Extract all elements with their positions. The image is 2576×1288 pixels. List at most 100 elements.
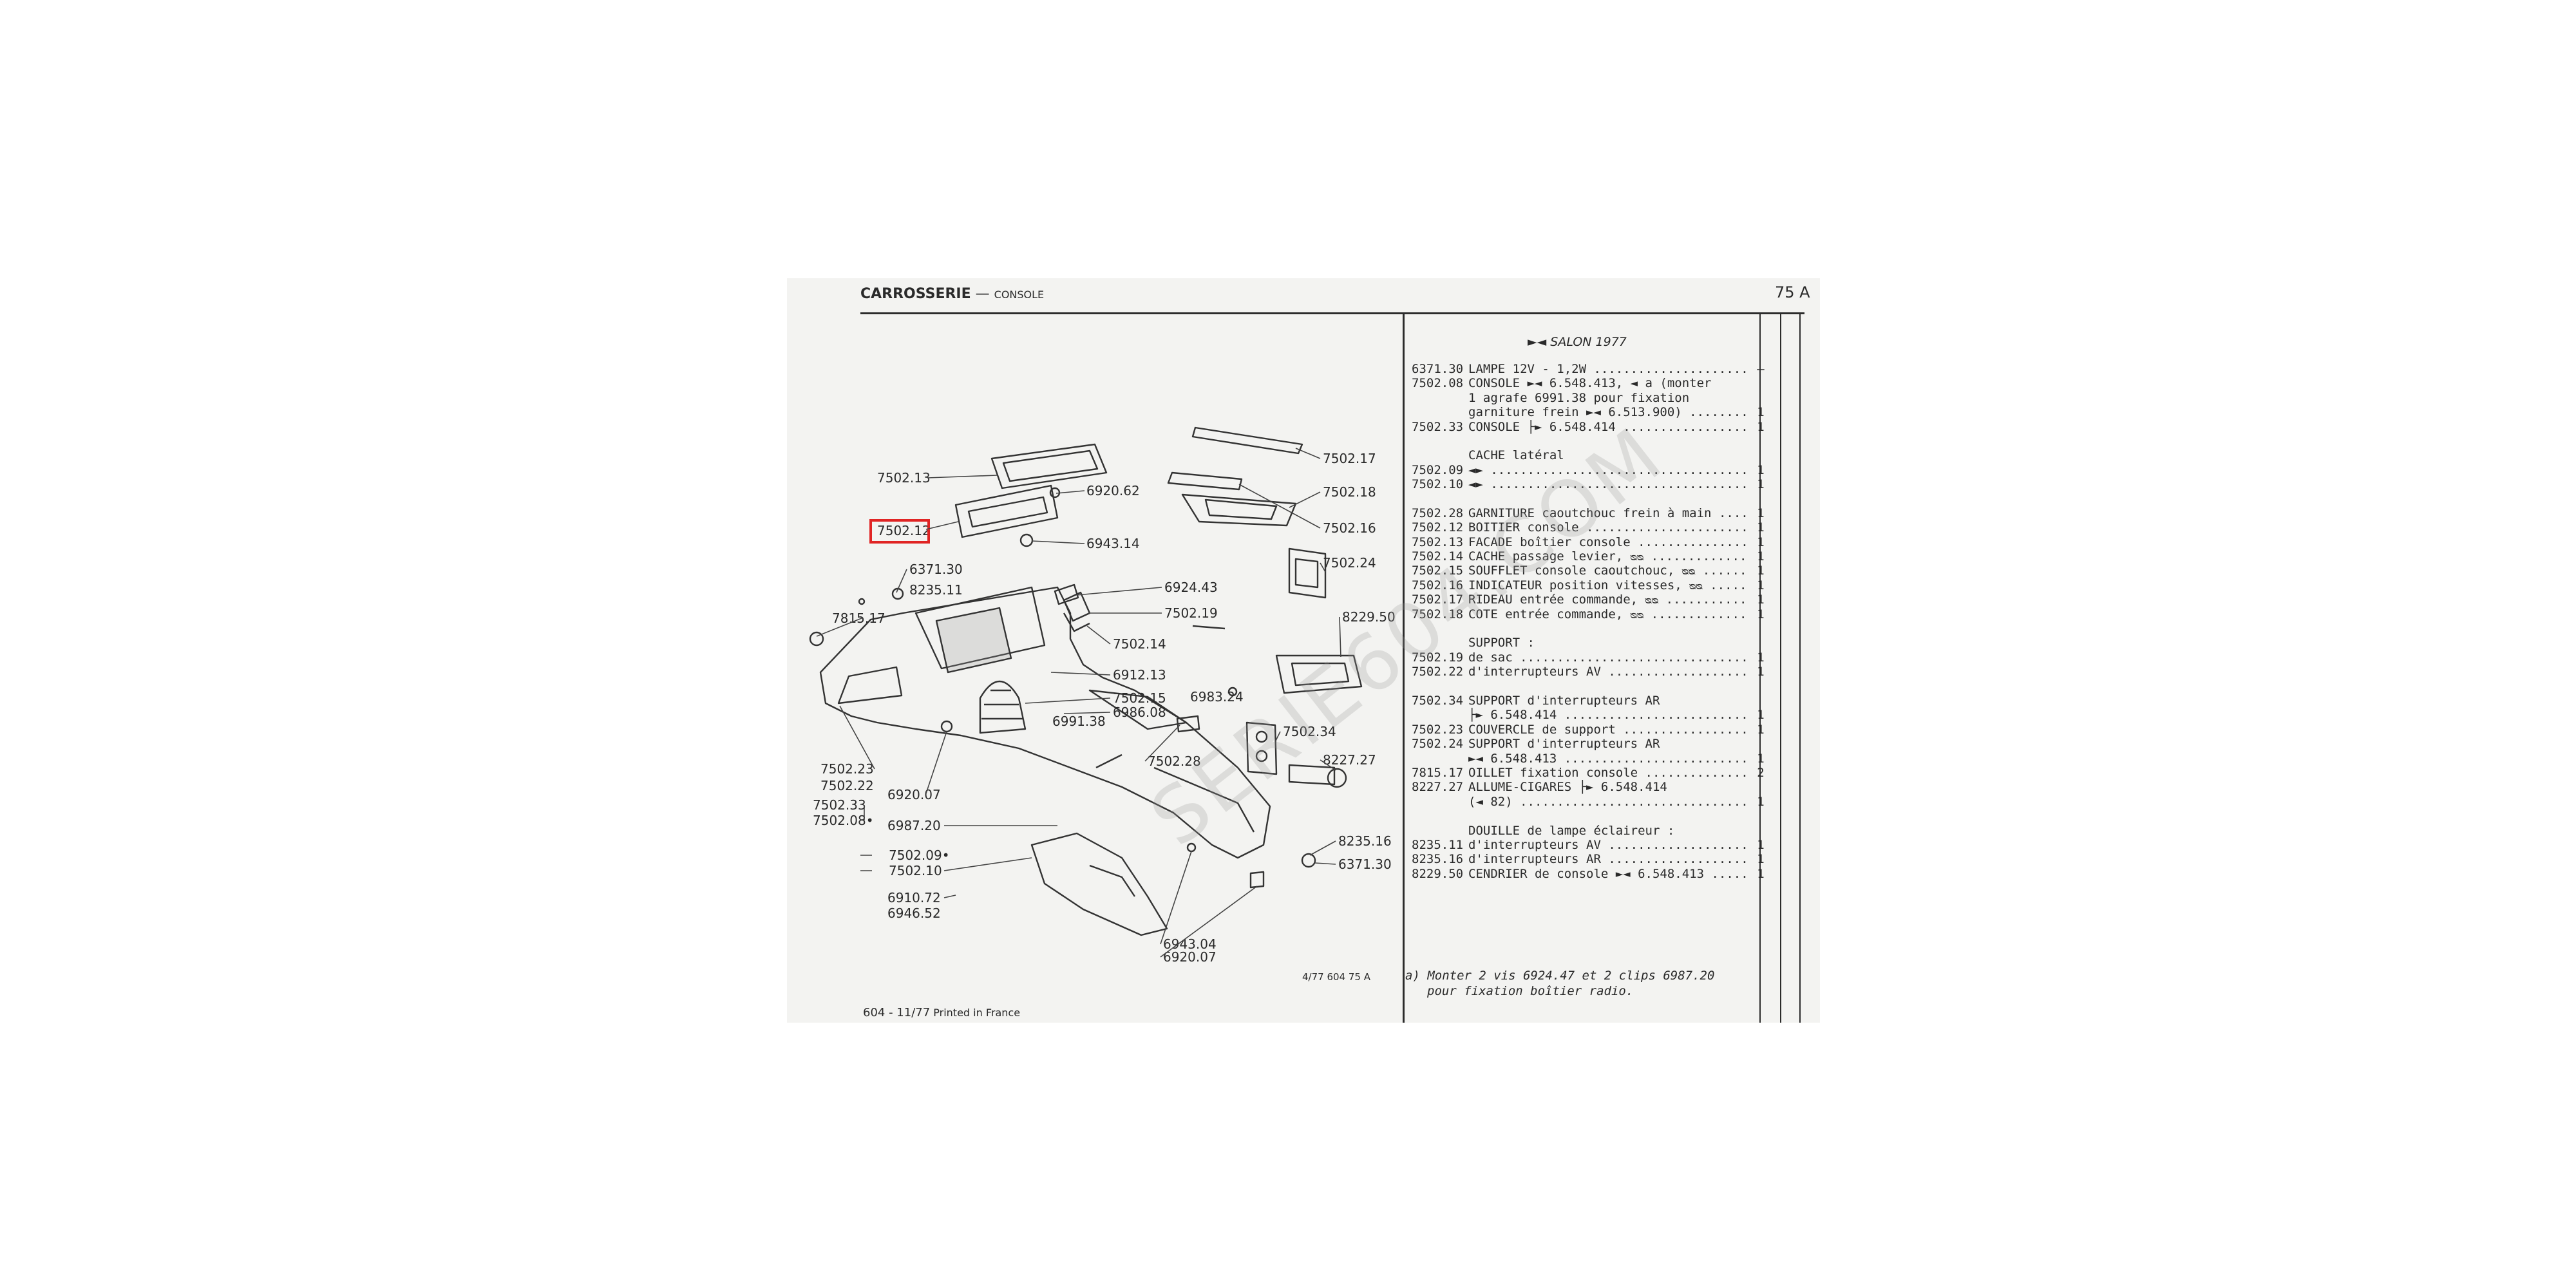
callout-6983-24: 6983.24	[1190, 689, 1244, 705]
column-divider	[1403, 314, 1405, 1023]
callout-6924-43: 6924.43	[1164, 580, 1218, 595]
part-description: ├► 6.548.414	[1468, 708, 1749, 722]
part-number: 7502.15	[1412, 564, 1464, 578]
part-description: CENDRIER de console ►◄ 6.548.413	[1468, 867, 1749, 881]
section-title: CARROSSERIE	[860, 286, 971, 302]
exploded-diagram	[809, 426, 1363, 936]
part-quantity: 1	[1757, 607, 1765, 621]
callout-6943-04: 6943.04	[1163, 936, 1217, 952]
callout-7502-08: 7502.08•	[813, 813, 874, 828]
part-quantity: 1	[1757, 477, 1765, 492]
part-quantity: 1	[1757, 462, 1765, 477]
part-number: 7502.34	[1412, 693, 1464, 708]
part-description: SUPPORT d'interrupteurs AR	[1468, 693, 1660, 708]
part-number: 7502.28	[1412, 506, 1464, 520]
part-description: CONSOLE ├► 6.548.414	[1468, 420, 1749, 434]
part-quantity: 1	[1757, 866, 1765, 881]
part-number: 8227.27	[1412, 780, 1464, 795]
part-number	[1412, 708, 1468, 722]
facade-part-shape	[990, 443, 1108, 489]
part-quantity	[1749, 737, 1772, 751]
footnote-line-1: a) Monter 2 vis 6924.47 et 2 clips 6987.…	[1405, 969, 1715, 983]
parts-list-row: 7502.15 SOUFFLET console caoutchouc, ᴓᴓ 1	[1412, 564, 1772, 578]
part-number	[1412, 824, 1468, 838]
footnote-line-2: pour fixation boîtier radio.	[1427, 984, 1634, 998]
parts-list-spacer	[1412, 809, 1772, 823]
part-description: SOUFFLET console caoutchouc, ᴓᴓ	[1468, 564, 1749, 578]
part-quantity: –	[1757, 362, 1765, 376]
part-number: 7502.10	[1412, 477, 1464, 492]
part-quantity: 1	[1757, 405, 1765, 420]
callout-7502-13: 7502.13	[877, 470, 931, 486]
part-description: d'interrupteurs AV	[1468, 665, 1749, 679]
part-quantity	[1749, 448, 1772, 462]
callout-7815-17: 7815.17	[832, 611, 886, 626]
part-number: 8235.11	[1412, 837, 1464, 852]
part-quantity: 1	[1757, 722, 1765, 737]
part-quantity: 1	[1757, 578, 1765, 592]
diagram-reference: 4/77 604 75 A	[1302, 971, 1370, 983]
part-description: SUPPORT :	[1468, 636, 1535, 650]
callout-8235-16: 8235.16	[1338, 833, 1392, 849]
part-description: ◄►	[1468, 477, 1749, 491]
parts-list-row: (◄ 82)1	[1412, 795, 1772, 809]
part-number	[1412, 391, 1468, 405]
parts-list-row: CACHE latéral	[1412, 448, 1772, 462]
parts-list-row: DOUILLE de lampe éclaireur :	[1412, 824, 1772, 838]
callout-7502-33: 7502.33	[813, 797, 866, 813]
part-number: 7502.08	[1412, 376, 1464, 391]
part-quantity: 1	[1757, 665, 1765, 679]
callout-6920-07-b: 6920.07	[1163, 949, 1217, 965]
boitier-part-shape	[954, 484, 1059, 538]
part-description: BOITIER console	[1468, 520, 1749, 535]
cigar-lighter-shape	[1288, 764, 1336, 786]
part-description: COTE entrée commande, ᴓᴓ	[1468, 607, 1749, 621]
part-description: CONSOLE ►◄ 6.548.413, ◄ a (monter	[1468, 376, 1712, 391]
part-number: 7502.22	[1412, 665, 1464, 679]
callout-7502-10: 7502.10	[889, 863, 942, 878]
part-number: 7815.17	[1412, 765, 1464, 780]
page-footer: 604 - 11/77 Printed in France	[863, 1006, 1020, 1019]
parts-list-row: 7502.19 de sac1	[1412, 650, 1772, 665]
callout-7502-15: 7502.15	[1113, 690, 1166, 706]
part-quantity: 1	[1757, 837, 1765, 852]
part-quantity	[1749, 636, 1772, 650]
part-quantity: 2	[1757, 765, 1765, 780]
callout-6912-13: 6912.13	[1113, 667, 1166, 683]
console-body-shape	[819, 586, 1271, 859]
part-description: CACHE latéral	[1468, 448, 1564, 463]
part-number	[1412, 795, 1468, 809]
part-description: DOUILLE de lampe éclaireur :	[1468, 823, 1675, 838]
callout-6986-08: 6986.08	[1113, 705, 1166, 720]
part-quantity: 1	[1757, 794, 1765, 809]
part-quantity: 1	[1757, 592, 1765, 607]
callout-8227-27: 8227.27	[1323, 752, 1376, 768]
part-quantity	[1749, 391, 1772, 405]
parts-list-row: SUPPORT :	[1412, 636, 1772, 650]
part-number: 7502.17	[1412, 592, 1464, 607]
callout-8235-11: 8235.11	[909, 582, 963, 598]
part-quantity: 1	[1757, 549, 1765, 564]
callout-6920-62: 6920.62	[1086, 483, 1140, 498]
part-description: d'interrupteurs AV	[1468, 838, 1749, 852]
callout-7502-09: 7502.09•	[889, 848, 950, 863]
callout-6371-30: 6371.30	[909, 562, 963, 577]
part-number	[1412, 405, 1468, 419]
part-description: FACADE boîtier console	[1468, 535, 1749, 549]
qty-divider-3	[1799, 314, 1801, 1023]
part-description: de sac	[1468, 650, 1749, 665]
part-number: 8235.16	[1412, 852, 1464, 867]
part-quantity: 1	[1757, 751, 1765, 766]
header-separator: —	[975, 286, 990, 302]
callout-7502-24: 7502.24	[1323, 555, 1376, 571]
parts-list-row: ├► 6.548.4141	[1412, 708, 1772, 722]
part-number: 7502.14	[1412, 549, 1464, 564]
part-quantity: 1	[1757, 564, 1765, 578]
parts-list-row: garniture frein ►◄ 6.513.900)1	[1412, 405, 1772, 419]
